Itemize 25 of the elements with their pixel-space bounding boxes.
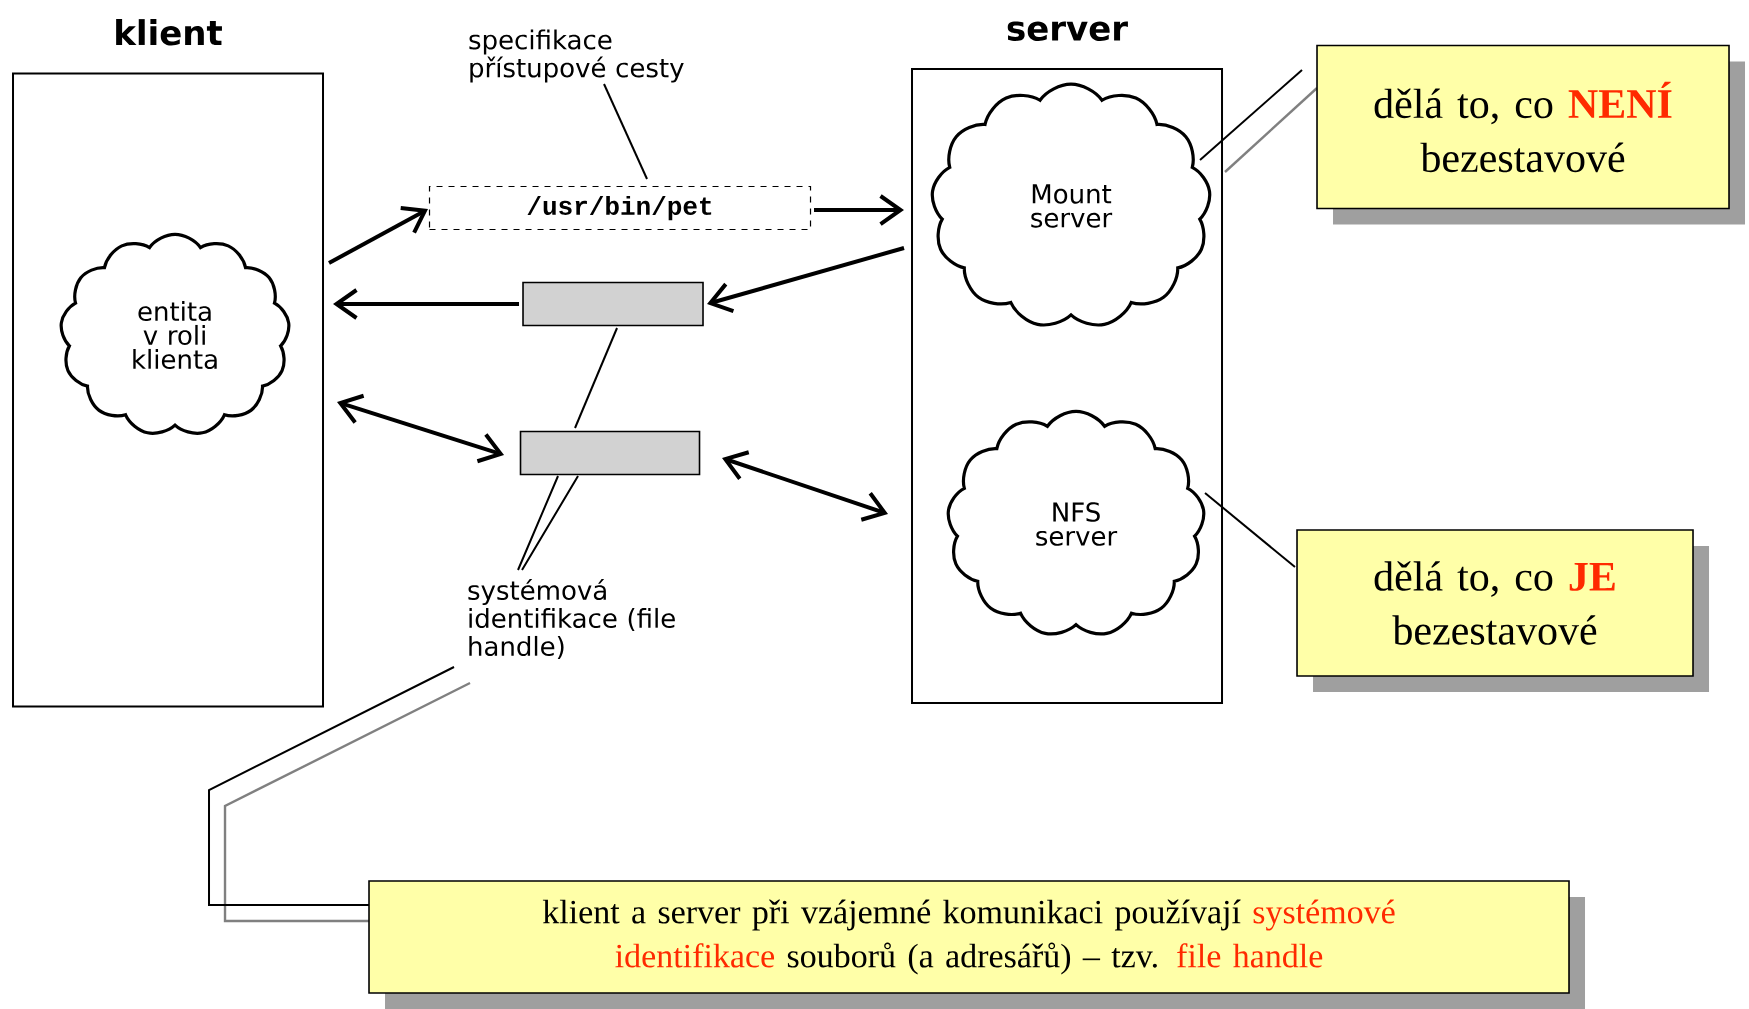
arrow xyxy=(722,450,888,522)
process-cloud: NFS server xyxy=(946,409,1206,636)
callout-box: dělá to, co NENÍ bezestavové xyxy=(1316,44,1730,210)
leader-line xyxy=(517,475,579,571)
leader-line xyxy=(574,327,618,429)
callout-box: klient a server při vzájemné komunikaci používají systémové identifikace souborů (a adresářů) – tzv. file handle xyxy=(368,880,1570,994)
handle-box xyxy=(519,430,701,476)
annotation-text: specifikace přístupové cesty xyxy=(469,29,684,83)
leader-line xyxy=(603,83,648,180)
arrow xyxy=(328,206,428,265)
process-cloud: Mount server xyxy=(930,82,1212,327)
node-label: klient xyxy=(116,19,222,46)
process-cloud: entita v roli klienta xyxy=(59,232,291,435)
handle-box xyxy=(522,281,704,327)
arrow xyxy=(814,194,904,226)
leader-line xyxy=(208,666,455,906)
path-box: /usr/bin/pet xyxy=(428,185,812,231)
arrow xyxy=(333,288,519,320)
node-label: server xyxy=(1007,21,1128,41)
annotation-text: systémová identifikace (file handle) xyxy=(468,578,675,660)
arrow xyxy=(337,393,504,464)
callout-box: dělá to, co JE bezestavové xyxy=(1296,529,1694,677)
arrow xyxy=(707,246,905,313)
leader-line xyxy=(1204,492,1296,568)
leader-line xyxy=(1199,69,1303,161)
